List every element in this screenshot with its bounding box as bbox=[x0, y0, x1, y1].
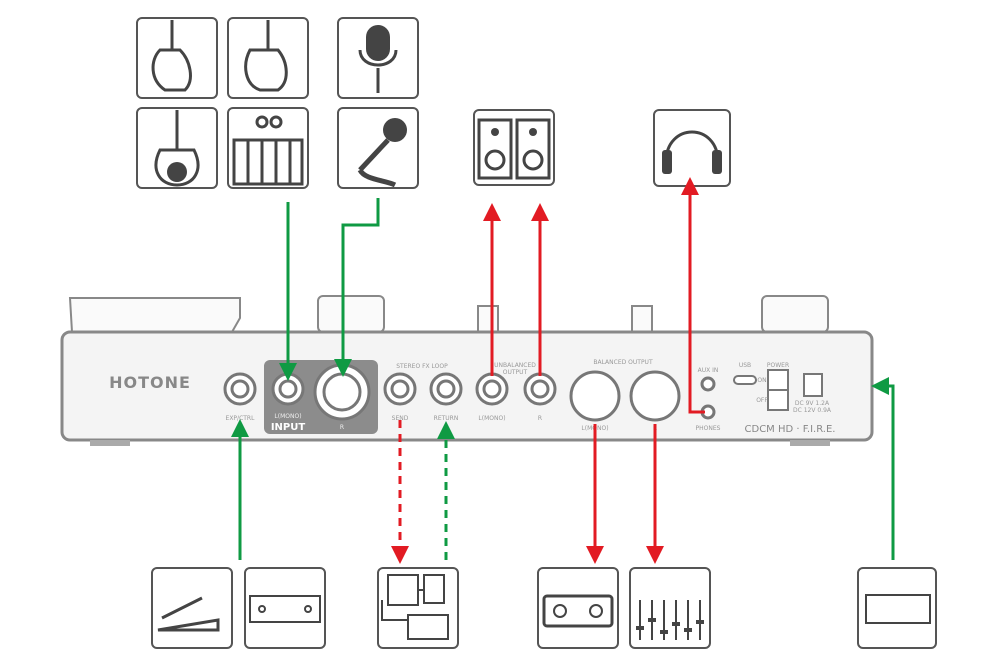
knob bbox=[761, 295, 829, 333]
panel-label: DC 12V 0.9A bbox=[793, 407, 832, 414]
panel-label: ON bbox=[757, 377, 766, 384]
panel-label: RETURN bbox=[434, 415, 459, 422]
mic-input-arrow bbox=[334, 198, 380, 377]
aux-in-jack bbox=[700, 376, 716, 392]
panel-label: SEND bbox=[392, 415, 409, 422]
knob bbox=[631, 305, 653, 333]
headphones-arrow bbox=[681, 177, 705, 414]
panel-label: USB bbox=[739, 362, 751, 369]
panel-label: BALANCED OUTPUT bbox=[593, 359, 653, 366]
panel-label: CDCM HD · F.I.R.E. bbox=[745, 424, 836, 435]
power-adapter-icon bbox=[857, 567, 937, 649]
panel-label: R bbox=[340, 424, 344, 431]
power-arrow bbox=[871, 377, 895, 560]
effects-pedals-icon bbox=[377, 567, 459, 649]
xlr-r-jack bbox=[629, 370, 681, 422]
dynamic-mic-icon bbox=[337, 107, 419, 189]
expression-pedal-icon bbox=[151, 567, 233, 649]
panel-label: DC 9V 1.2A bbox=[795, 400, 830, 407]
audio-interface-icon bbox=[537, 567, 619, 649]
bass-guitar-icon bbox=[227, 17, 309, 99]
knob bbox=[317, 295, 385, 333]
footswitch-icon bbox=[244, 567, 326, 649]
electric-guitar-icon bbox=[136, 17, 218, 99]
panel-label: INPUT bbox=[271, 422, 306, 433]
panel-label: AUX IN bbox=[698, 367, 719, 374]
headphones-icon bbox=[653, 109, 731, 187]
synth-keyboard-icon bbox=[227, 107, 309, 189]
panel-label: L(MONO) bbox=[478, 415, 505, 422]
knob bbox=[477, 305, 499, 333]
studio-monitors-icon bbox=[473, 109, 555, 186]
panel-label: L(MONO) bbox=[274, 413, 301, 420]
mixer-icon bbox=[629, 567, 711, 649]
multi-effects-unit: HOTONE EXP/CTRL L(MONO) INPUT R STEREO F… bbox=[60, 295, 874, 446]
pedal-treadle bbox=[68, 297, 241, 333]
condenser-mic-icon bbox=[337, 17, 419, 99]
usb-port bbox=[733, 375, 757, 385]
panel-label: OFF bbox=[756, 397, 768, 404]
dc-jack bbox=[803, 373, 823, 397]
brand-logo: HOTONE bbox=[109, 373, 191, 392]
signal-arrows bbox=[231, 177, 895, 564]
panel-label: PHONES bbox=[696, 425, 721, 432]
panel-label: EXP/CTRL bbox=[226, 415, 256, 422]
acoustic-guitar-icon bbox=[136, 107, 218, 189]
panel-label: R bbox=[538, 415, 542, 422]
panel-label: STEREO FX LOOP bbox=[396, 363, 448, 370]
panel-label: POWER bbox=[767, 362, 789, 369]
xlr-l-jack bbox=[569, 370, 621, 422]
panel-label: UNBALANCED bbox=[494, 362, 536, 369]
panel-label: OUTPUT bbox=[503, 369, 528, 376]
